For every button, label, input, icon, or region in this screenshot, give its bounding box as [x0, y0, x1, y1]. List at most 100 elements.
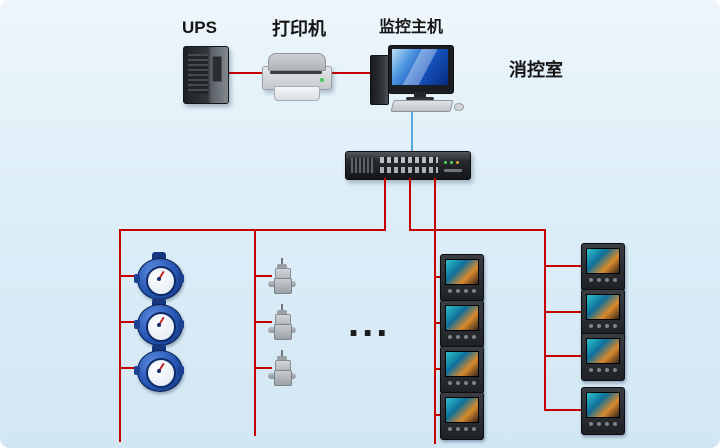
bus-horizontal-left [119, 229, 386, 231]
flow-switch-2 [266, 304, 298, 342]
power-meter-screen [586, 392, 620, 418]
water-meter-pipe-left [134, 274, 140, 283]
printer-top-cover [268, 53, 326, 71]
flow-switch-body [274, 324, 292, 340]
water-meter-dial [146, 266, 176, 296]
flow-switch-cap [277, 264, 287, 269]
power-meter-left-4 [440, 392, 484, 440]
water-meter-dial-center [157, 323, 161, 327]
power-meter-screen [586, 294, 620, 320]
stub-power-left-2 [434, 322, 444, 324]
stub-power-right-1 [544, 265, 584, 267]
stub-flow-switch-3 [254, 367, 272, 369]
power-meter-right-4 [581, 387, 625, 435]
flow-switch-stem [281, 304, 283, 311]
stub-power-right-4 [544, 409, 584, 411]
switch-stub-1 [384, 178, 386, 231]
printer-device [262, 53, 332, 101]
stub-power-left-3 [434, 368, 444, 370]
ups-label: UPS [182, 18, 217, 37]
printer-output-tray [274, 86, 320, 101]
fire-control-room-label: 消控室 [509, 60, 563, 80]
water-meter-3 [134, 344, 184, 392]
power-meter-buttons [589, 278, 593, 282]
water-meter-dial [146, 358, 176, 388]
water-meter-pipe-right [178, 320, 184, 329]
ellipsis: ... [348, 301, 391, 345]
stub-flow-switch-1 [254, 275, 272, 277]
ups-vents [188, 54, 208, 94]
water-meter-dial-center [157, 277, 161, 281]
water-meter-cap [152, 252, 166, 262]
flow-switch-stem [281, 258, 283, 265]
water-meter-cap [152, 298, 166, 308]
power-meter-screen [445, 351, 479, 377]
power-meter-screen [445, 259, 479, 285]
network-switch-device [345, 151, 471, 180]
switch-logo-bar [444, 169, 462, 172]
stub-water-meter-1 [119, 275, 141, 277]
bus-horizontal-right [409, 229, 546, 231]
water-meter-2 [134, 298, 184, 346]
stub-flow-switch-2 [254, 321, 272, 323]
power-meter-buttons [589, 368, 593, 372]
pc-keyboard [390, 100, 454, 112]
flow-switch-body [274, 370, 292, 386]
power-meter-buttons [448, 335, 452, 339]
water-meter-1 [134, 252, 184, 300]
power-meter-left-3 [440, 346, 484, 394]
stub-water-meter-3 [119, 367, 141, 369]
power-meter-screen [445, 397, 479, 423]
switch-ports-row-bottom [380, 167, 438, 173]
water-meter-pipe-right [178, 274, 184, 283]
switch-ports-row-top [380, 157, 438, 163]
power-meter-screen [586, 338, 620, 364]
stub-power-left-1 [434, 276, 444, 278]
pc-screen [392, 49, 448, 85]
stub-power-right-2 [544, 311, 584, 313]
flow-switch-cap [277, 356, 287, 361]
flow-switch-3 [266, 350, 298, 388]
bus-flow-switches [254, 229, 256, 436]
pc-mouse [454, 103, 464, 111]
printer-label: 打印机 [272, 19, 326, 39]
printer-led [320, 78, 324, 82]
water-meter-dial-center [157, 369, 161, 373]
power-meter-right-1 [581, 243, 625, 291]
power-meter-screen [586, 248, 620, 274]
flow-switch-stem [281, 350, 283, 357]
power-meter-buttons [589, 324, 593, 328]
power-meter-left-1 [440, 254, 484, 302]
water-meter-pipe-right [178, 366, 184, 375]
switch-leds [444, 161, 447, 164]
flow-switch-cap [277, 310, 287, 315]
stub-power-right-3 [544, 355, 584, 357]
line-ups-printer [228, 72, 264, 74]
power-meter-right-2 [581, 289, 625, 337]
ups-device [183, 46, 229, 104]
pc-tower [370, 55, 389, 105]
bus-power-meters-right [544, 229, 546, 411]
flow-switch-body [274, 278, 292, 294]
ups-panel [212, 56, 222, 82]
bus-power-meters-left [434, 178, 436, 444]
power-meter-right-3 [581, 333, 625, 381]
monitoring-host-device [368, 45, 464, 112]
flow-switch-1 [266, 258, 298, 296]
switch-stub-2 [409, 178, 411, 231]
power-meter-buttons [448, 381, 452, 385]
power-meter-screen [445, 305, 479, 331]
power-meter-buttons [448, 289, 452, 293]
power-meter-buttons [448, 427, 452, 431]
bus-water-meters [119, 229, 121, 442]
stub-water-meter-2 [119, 321, 141, 323]
stub-power-left-4 [434, 414, 444, 416]
water-meter-cap [152, 344, 166, 354]
printer-paper-slot [270, 71, 322, 74]
pc-monitor-base [406, 97, 434, 100]
water-meter-dial [146, 312, 176, 342]
pc-monitor-stand [414, 92, 426, 97]
pc-screen-highlight [396, 49, 438, 85]
water-meter-pipe-left [134, 366, 140, 375]
